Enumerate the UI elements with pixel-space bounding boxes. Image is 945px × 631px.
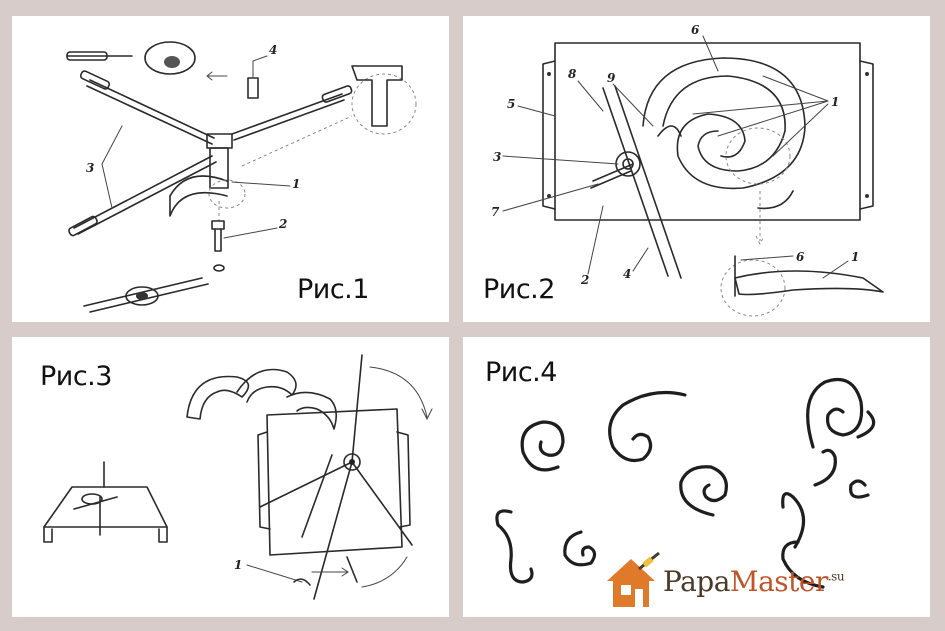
- figure-1-panel: 4 3 1 2: [12, 16, 449, 322]
- figure-1-label: Рис.1: [297, 274, 369, 305]
- callout-6-top: 6: [691, 23, 700, 37]
- logo-text-tld: .su: [827, 569, 845, 584]
- callout-1: 1: [292, 177, 300, 191]
- logo-text-master: Master: [729, 565, 828, 598]
- callout-1-top: 1: [831, 95, 839, 109]
- callout-9: 9: [607, 71, 616, 85]
- callout-4: 4: [269, 43, 277, 57]
- logo-text: PapaMaster.su: [663, 565, 845, 598]
- logo-text-papa: Papa: [663, 565, 730, 598]
- figure-1-drawing: 4 3 1 2: [66, 41, 417, 313]
- house-icon: [607, 551, 660, 607]
- figure-2-panel: 6 8 9 1 5 3 7 2 4 6 1 Рис.2: [463, 16, 930, 322]
- callout-2: 2: [580, 273, 589, 287]
- figure-4-panel: Рис.4 PapaMaster.su: [463, 337, 930, 617]
- figure-4-drawing: [495, 377, 876, 589]
- callout-3: 3: [86, 161, 94, 175]
- callout-2: 2: [278, 217, 287, 231]
- callout-1-bottom: 1: [851, 250, 859, 264]
- figure-2-label: Рис.2: [483, 274, 555, 305]
- callout-7: 7: [491, 205, 500, 219]
- callout-6-bottom: 6: [796, 250, 805, 264]
- callout-8: 8: [568, 67, 577, 81]
- callout-5: 5: [507, 97, 515, 111]
- callout-3: 3: [493, 150, 501, 164]
- figure-3-drawing: 1: [43, 354, 433, 600]
- figure-4-label: Рис.4: [485, 357, 557, 388]
- callout-1: 1: [234, 558, 242, 572]
- papamaster-logo: PapaMaster.su: [603, 551, 923, 611]
- figure-2-drawing: 6 8 9 1 5 3 7 2 4 6 1: [491, 23, 884, 317]
- callout-4: 4: [623, 267, 631, 281]
- figure-3-panel: 1 Рис.3: [12, 337, 449, 617]
- figure-3-label: Рис.3: [40, 361, 112, 392]
